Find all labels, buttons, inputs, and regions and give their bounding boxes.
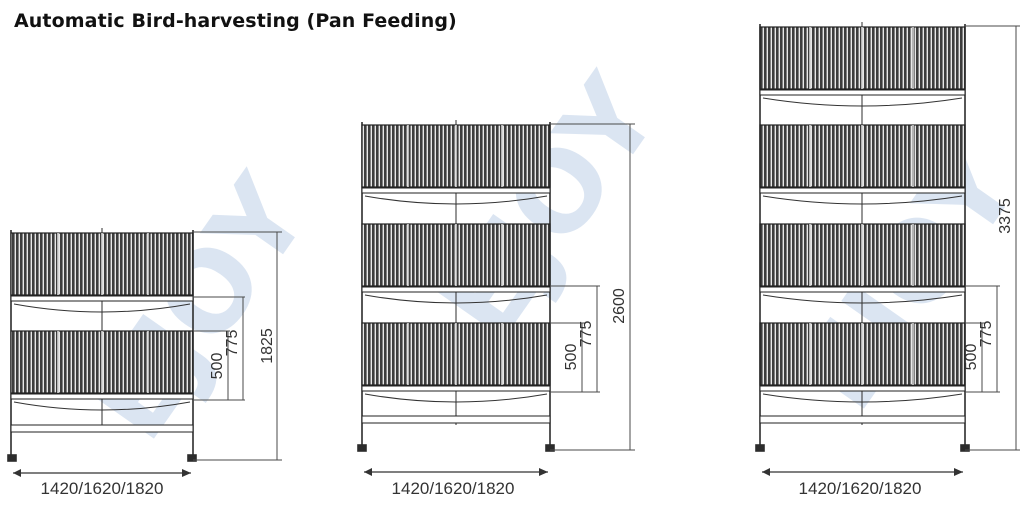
- dim-label-500: 500: [209, 353, 226, 380]
- tier-1: [759, 26, 966, 107]
- page-title: Automatic Bird-harvesting (Pan Feeding): [14, 10, 457, 32]
- dim-label-total-height: 3375: [997, 198, 1014, 234]
- tier-2: [10, 330, 194, 411]
- four-tier-cage: 1420/1620/1820 500 775 3375: [755, 22, 1020, 498]
- tier-2: [361, 223, 551, 304]
- tier-1: [361, 124, 551, 205]
- dim-label-500: 500: [563, 344, 580, 371]
- dim-label-total-height: 2600: [611, 288, 628, 324]
- two-tier-cage: 1420/1620/1820 500 775 1825: [7, 228, 282, 498]
- width-label: 1420/1620/1820: [799, 479, 922, 498]
- dim-label-500: 500: [963, 344, 980, 371]
- dim-label-775: 775: [224, 330, 241, 357]
- width-label: 1420/1620/1820: [392, 479, 515, 498]
- dim-label-total-height: 1825: [259, 328, 276, 364]
- dim-label-775: 775: [978, 321, 995, 348]
- tier-3: [759, 223, 966, 304]
- width-label: 1420/1620/1820: [41, 479, 164, 498]
- tier-3: [361, 322, 551, 403]
- tier-4: [759, 322, 966, 403]
- three-tier-cage: 1420/1620/1820 500 775 2600: [357, 120, 635, 498]
- tier-2: [759, 124, 966, 205]
- dim-label-775: 775: [578, 321, 595, 348]
- tier-1: [10, 232, 194, 313]
- watermark-logo: EJOY: [65, 154, 334, 462]
